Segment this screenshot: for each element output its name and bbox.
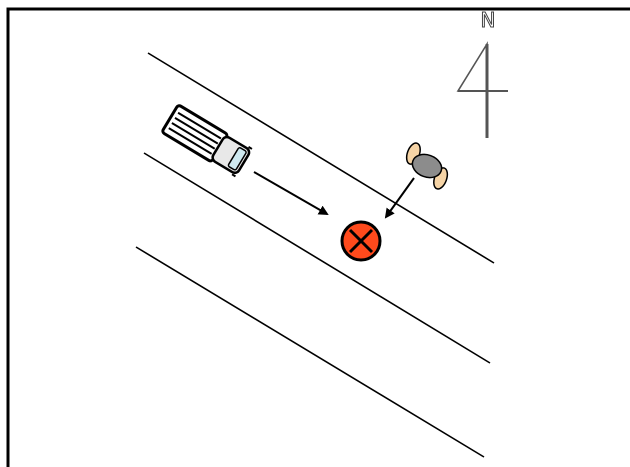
truck-icon	[161, 104, 253, 178]
road-edge-lower	[135, 246, 485, 458]
north-arrow-icon: N	[456, 8, 508, 138]
impact-point-icon	[340, 220, 382, 262]
pedestrian-direction-arrow	[384, 177, 415, 219]
pedestrian-icon	[405, 142, 449, 190]
diagram-frame	[6, 7, 630, 467]
compass-label: N	[481, 8, 496, 32]
truck-windshield	[227, 147, 247, 171]
road-edge-middle	[143, 152, 491, 364]
road-edge-upper	[147, 52, 495, 264]
vehicle-direction-arrow	[253, 171, 329, 215]
